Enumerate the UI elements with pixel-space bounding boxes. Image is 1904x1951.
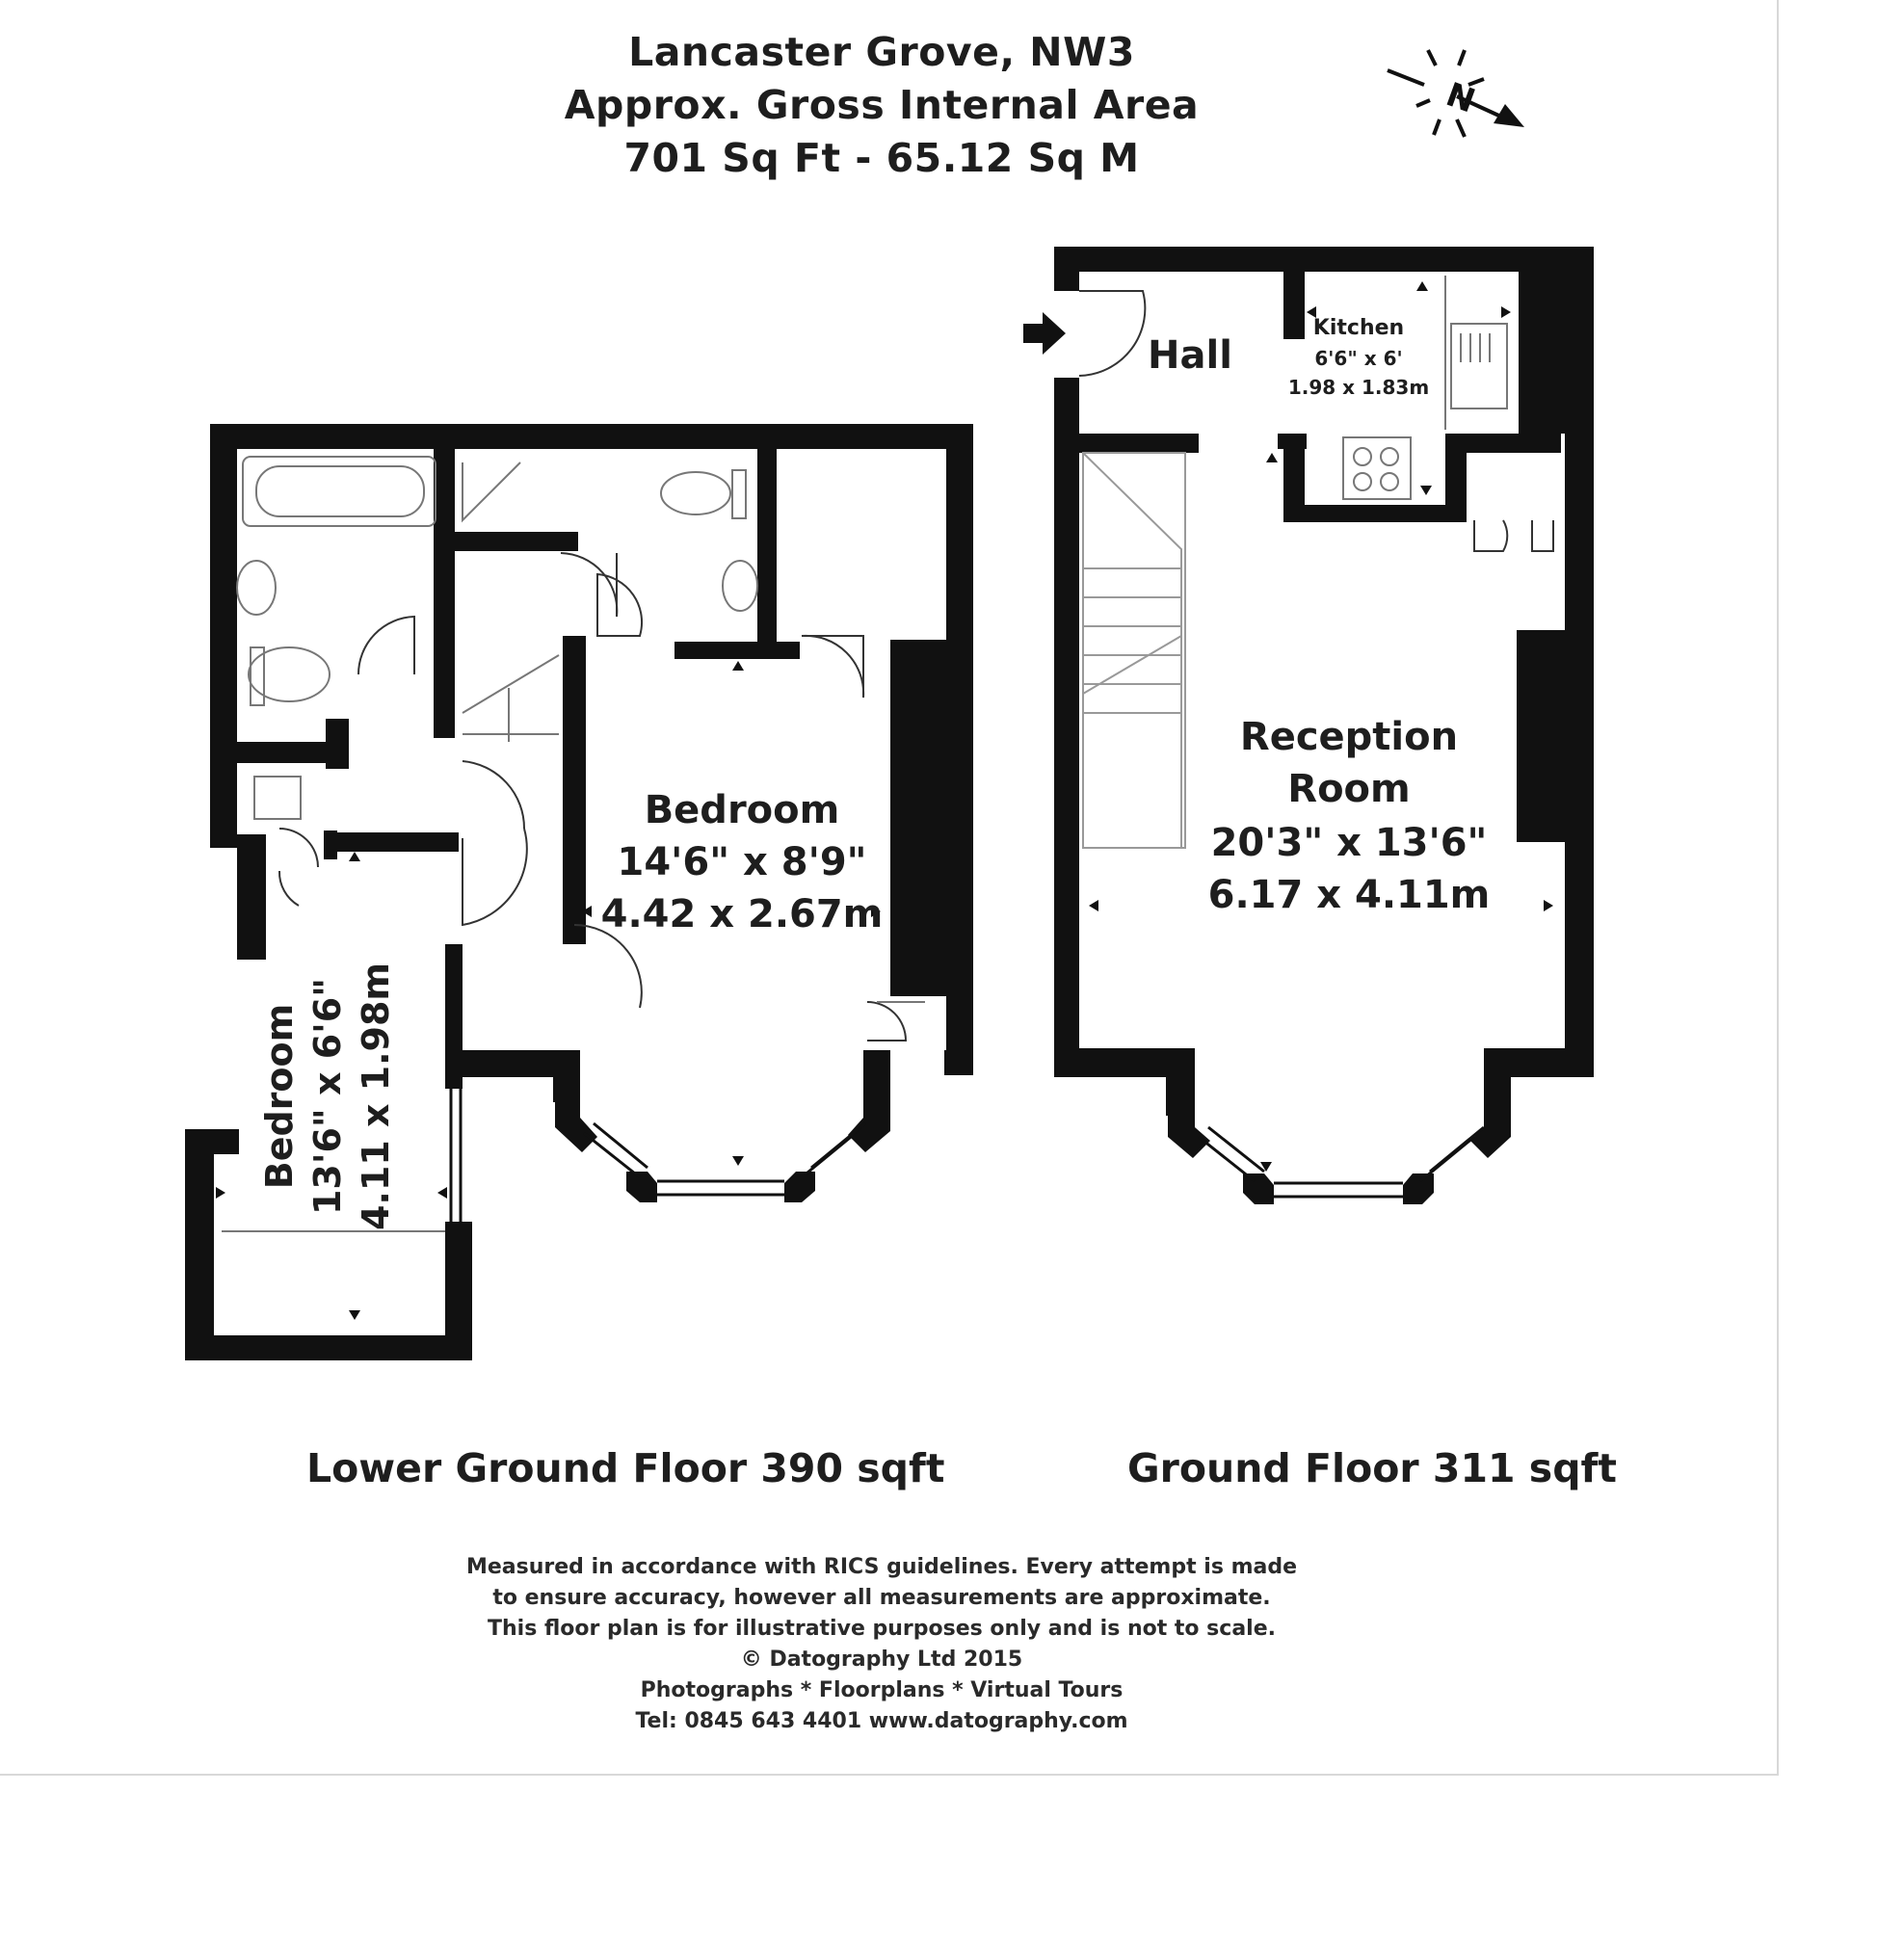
disclaimer-line-1: Measured in accordance with RICS guideli… <box>465 1555 1298 1579</box>
ground-floor-plan <box>1023 247 1594 1204</box>
reception-metric: 6.17 x 4.11m <box>1207 873 1491 917</box>
lower-ground-floor-plan <box>185 424 973 1360</box>
bedroom-main-imperial: 14'6" x 8'9" <box>617 840 867 884</box>
north-compass-icon: N <box>1387 49 1524 138</box>
floorplan-sheet <box>0 0 1779 1776</box>
copyright-line: © Datography Ltd 2015 <box>740 1648 1023 1672</box>
bedroom-main-name: Bedroom <box>644 788 840 832</box>
reception-imperial: 20'3" x 13'6" <box>1210 821 1488 865</box>
bedroom-small-metric: 4.11 x 1.98m <box>355 962 397 1231</box>
compass-letter: N <box>1441 75 1480 120</box>
reception-name-line2: Room <box>1287 767 1411 811</box>
reception-name-line1: Reception <box>1239 715 1459 759</box>
bedroom-main-metric: 4.42 x 2.67m <box>600 892 884 936</box>
kitchen-imperial: 6'6" x 6' <box>1314 347 1403 370</box>
kitchen-name: Kitchen <box>1312 316 1405 340</box>
total-area: 701 Sq Ft - 65.12 Sq M <box>623 135 1140 181</box>
ground-floor-label: Ground Floor 311 sqft <box>1127 1445 1617 1491</box>
property-address: Lancaster Grove, NW3 <box>628 29 1135 75</box>
disclaimer-line-3: This floor plan is for illustrative purp… <box>488 1617 1276 1641</box>
lower-ground-floor-label: Lower Ground Floor 390 sqft <box>306 1445 945 1491</box>
entrance-arrow-icon <box>1023 312 1066 355</box>
bedroom-small-label: Bedroom 13'6" x 6'6" 4.11 x 1.98m <box>255 952 400 1241</box>
services-line: Photographs * Floorplans * Virtual Tours <box>640 1678 1124 1702</box>
contact-line: Tel: 0845 643 4401 www.datography.com <box>635 1709 1128 1733</box>
area-caption: Approx. Gross Internal Area <box>564 82 1200 128</box>
bedroom-small-imperial: 13'6" x 6'6" <box>306 977 349 1216</box>
bedroom-small-name: Bedroom <box>258 1003 301 1190</box>
disclaimer-line-2: to ensure accuracy, however all measurem… <box>492 1586 1271 1610</box>
hall-name: Hall <box>1148 333 1232 378</box>
kitchen-metric: 1.98 x 1.83m <box>1287 376 1430 399</box>
